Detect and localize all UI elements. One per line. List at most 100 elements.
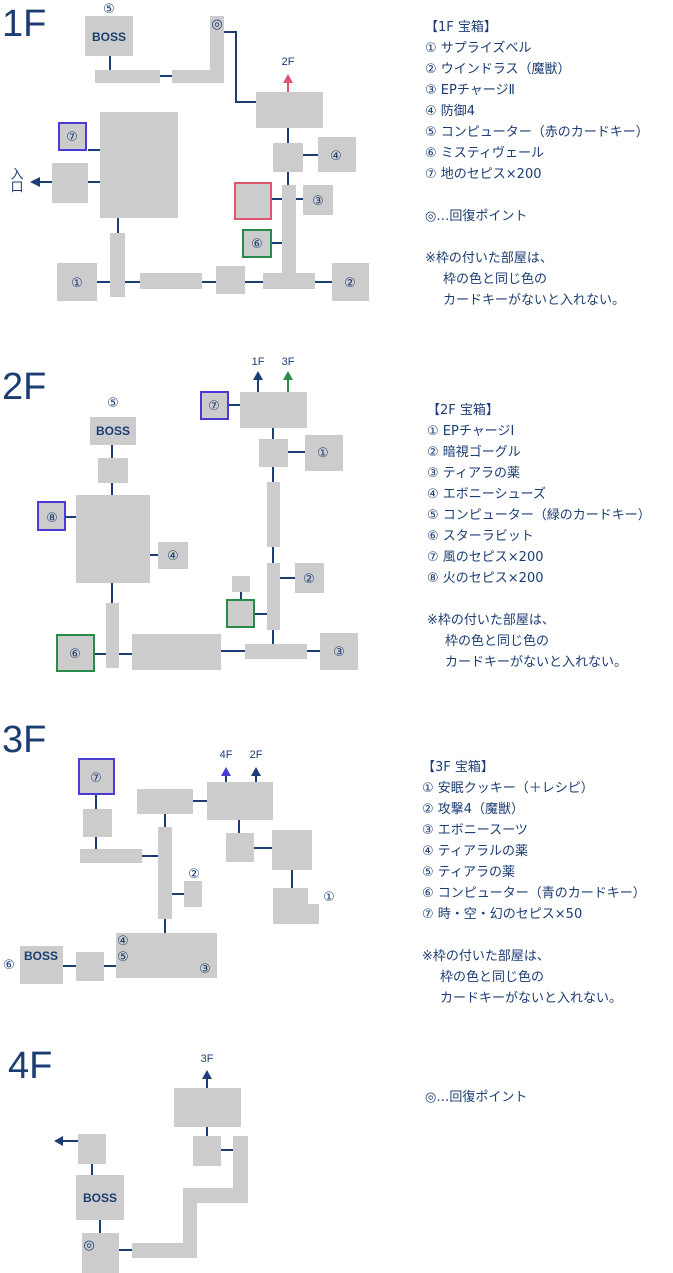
legend-item: ① EPチャージⅠ bbox=[427, 424, 515, 439]
boss-label: BOSS bbox=[83, 1191, 117, 1205]
legend-item: ③ エボニースーツ bbox=[422, 823, 528, 838]
stairs-up-label: 3F bbox=[282, 356, 295, 368]
stairs-2f-label: 2F bbox=[250, 749, 263, 761]
legend-item: ⑥ ミスティヴェール bbox=[425, 146, 545, 161]
green-locked-room bbox=[56, 634, 95, 672]
legend-heading: 【1F 宝箱】 bbox=[425, 20, 497, 35]
legend-heading: 【3F 宝箱】 bbox=[422, 760, 494, 775]
corridor-lines bbox=[64, 379, 320, 655]
legend-item: ⑤ コンピューター（赤のカードキー） bbox=[425, 125, 649, 140]
marker-3: ③ bbox=[312, 194, 324, 209]
legend-item: ④ エボニーシューズ bbox=[427, 487, 546, 502]
legend-item: ④ 防御4 bbox=[425, 104, 476, 119]
legend-item: ⑥ コンピューター（青のカードキー） bbox=[422, 886, 646, 901]
lock-note: ※枠の付いた部屋は、 bbox=[427, 613, 555, 628]
rooms bbox=[40, 392, 358, 670]
stairs-up-label: 2F bbox=[282, 56, 295, 68]
red-locked-room bbox=[234, 182, 272, 220]
marker-8: ⑧ bbox=[46, 511, 58, 526]
floor-title: 1F bbox=[2, 3, 46, 45]
map-3f: 3F bbox=[2, 719, 335, 984]
heal-point-icon: ◎ bbox=[83, 1238, 94, 1253]
floor-2f: 2F bbox=[0, 355, 673, 695]
blue-locked-room bbox=[58, 122, 87, 151]
marker-4: ④ bbox=[330, 149, 342, 164]
stairs-down-label: 3F bbox=[201, 1053, 214, 1065]
legend-item: ⑦ 地のセピス×200 bbox=[425, 167, 542, 182]
down-arrow-icon[interactable] bbox=[253, 371, 263, 380]
marker-7: ⑦ bbox=[90, 771, 102, 786]
lock-note: カードキーがないと入れない。 bbox=[440, 991, 623, 1006]
rooms bbox=[20, 760, 319, 984]
boss-label: BOSS bbox=[92, 30, 126, 44]
legend-item: ② ウインドラス（魔獣） bbox=[425, 62, 571, 77]
marker-2: ② bbox=[303, 572, 315, 587]
marker-1: ① bbox=[71, 276, 83, 291]
green-locked-room bbox=[242, 229, 272, 258]
floor-title: 2F bbox=[2, 366, 46, 408]
lock-note: カードキーがないと入れない。 bbox=[443, 293, 626, 308]
down-arrow-icon[interactable] bbox=[202, 1070, 212, 1079]
marker-4: ④ bbox=[167, 549, 179, 564]
floor-3f: 3F bbox=[0, 712, 673, 1012]
legend-2f: 【2F 宝箱】 ① EPチャージⅠ ② 暗視ゴーグル ③ ティアラの薬 ④ エボ… bbox=[427, 400, 651, 673]
lock-note: 枠の色と同じ色の bbox=[445, 634, 550, 649]
marker-5: ⑤ bbox=[117, 950, 129, 965]
map-4f: 4F 3F BOSS ◎ bbox=[8, 1045, 248, 1273]
legend-item: ⑦ 時・空・幻のセピス×50 bbox=[422, 907, 583, 922]
marker-6: ⑥ bbox=[3, 958, 15, 973]
legend-item: ② 攻撃4（魔獣） bbox=[422, 802, 525, 817]
floor-title: 3F bbox=[2, 719, 46, 761]
legend-item: ③ EPチャージⅡ bbox=[425, 83, 515, 98]
legend-item: ③ ティアラの薬 bbox=[427, 466, 521, 481]
floor-4f: 4F 3F BOSS ◎ ◎…回復ポイント bbox=[0, 1030, 673, 1273]
down-arrow-icon[interactable] bbox=[251, 767, 261, 776]
up-arrow-icon[interactable] bbox=[221, 767, 231, 776]
rooms bbox=[52, 16, 369, 301]
legend-item: ① 安眠クッキー（＋レシピ） bbox=[422, 781, 594, 796]
legend-item: ⑥ スターラビット bbox=[427, 529, 534, 544]
lock-note: ※枠の付いた部屋は、 bbox=[425, 251, 553, 266]
lock-note: 枠の色と同じ色の bbox=[443, 272, 548, 287]
blue-locked-room bbox=[78, 758, 115, 795]
marker-6: ⑥ bbox=[69, 647, 81, 662]
marker-3: ③ bbox=[199, 962, 211, 977]
heal-note: ◎…回復ポイント bbox=[425, 209, 528, 224]
lock-note: ※枠の付いた部屋は、 bbox=[422, 949, 550, 964]
up-arrow-icon[interactable] bbox=[283, 74, 293, 83]
stairs-down-label: 1F bbox=[252, 356, 265, 368]
map-1f: 1F bbox=[2, 2, 369, 301]
heal-note: ◎…回復ポイント bbox=[425, 1090, 528, 1105]
lock-note: カードキーがないと入れない。 bbox=[445, 655, 628, 670]
legend-3f: 【3F 宝箱】 ① 安眠クッキー（＋レシピ） ② 攻撃4（魔獣） ③ エボニース… bbox=[422, 757, 646, 1009]
marker-7: ⑦ bbox=[66, 130, 78, 145]
marker-5: ⑤ bbox=[103, 2, 115, 17]
legend-item: ① サプライズベル bbox=[425, 41, 532, 56]
legend-item: ⑤ コンピューター（緑のカードキー） bbox=[427, 508, 651, 523]
legend-item: ⑦ 風のセピス×200 bbox=[427, 550, 544, 565]
entrance-label: 入口 bbox=[8, 167, 24, 193]
legend-item: ④ ティアラルの薬 bbox=[422, 844, 529, 859]
marker-5: ⑤ bbox=[107, 396, 119, 411]
marker-2: ② bbox=[344, 276, 356, 291]
legend-heading: 【2F 宝箱】 bbox=[427, 403, 499, 418]
legend-item: ⑧ 火のセピス×200 bbox=[427, 571, 544, 586]
up-arrow-icon[interactable] bbox=[283, 371, 293, 380]
marker-1: ① bbox=[317, 446, 329, 461]
stairs-4f-label: 4F bbox=[220, 749, 233, 761]
marker-3: ③ bbox=[333, 645, 345, 660]
heal-point-icon: ◎ bbox=[211, 17, 222, 32]
blue-locked-room bbox=[37, 501, 66, 531]
floor-1f: 1F bbox=[0, 0, 673, 340]
legend-1f: 【1F 宝箱】 ① サプライズベル ② ウインドラス（魔獣） ③ EPチャージⅡ… bbox=[425, 17, 649, 311]
floor-title: 4F bbox=[8, 1045, 52, 1087]
legend-4f: ◎…回復ポイント bbox=[425, 1087, 527, 1108]
legend-item: ② 暗視ゴーグル bbox=[427, 445, 521, 460]
legend-item: ⑤ ティアラの薬 bbox=[422, 865, 516, 880]
lock-note: 枠の色と同じ色の bbox=[440, 970, 545, 985]
green-locked-room bbox=[226, 599, 255, 628]
boss-label: BOSS bbox=[24, 949, 58, 963]
marker-2: ② bbox=[188, 867, 200, 882]
marker-1: ① bbox=[323, 890, 335, 905]
left-arrow-icon[interactable] bbox=[54, 1136, 63, 1146]
